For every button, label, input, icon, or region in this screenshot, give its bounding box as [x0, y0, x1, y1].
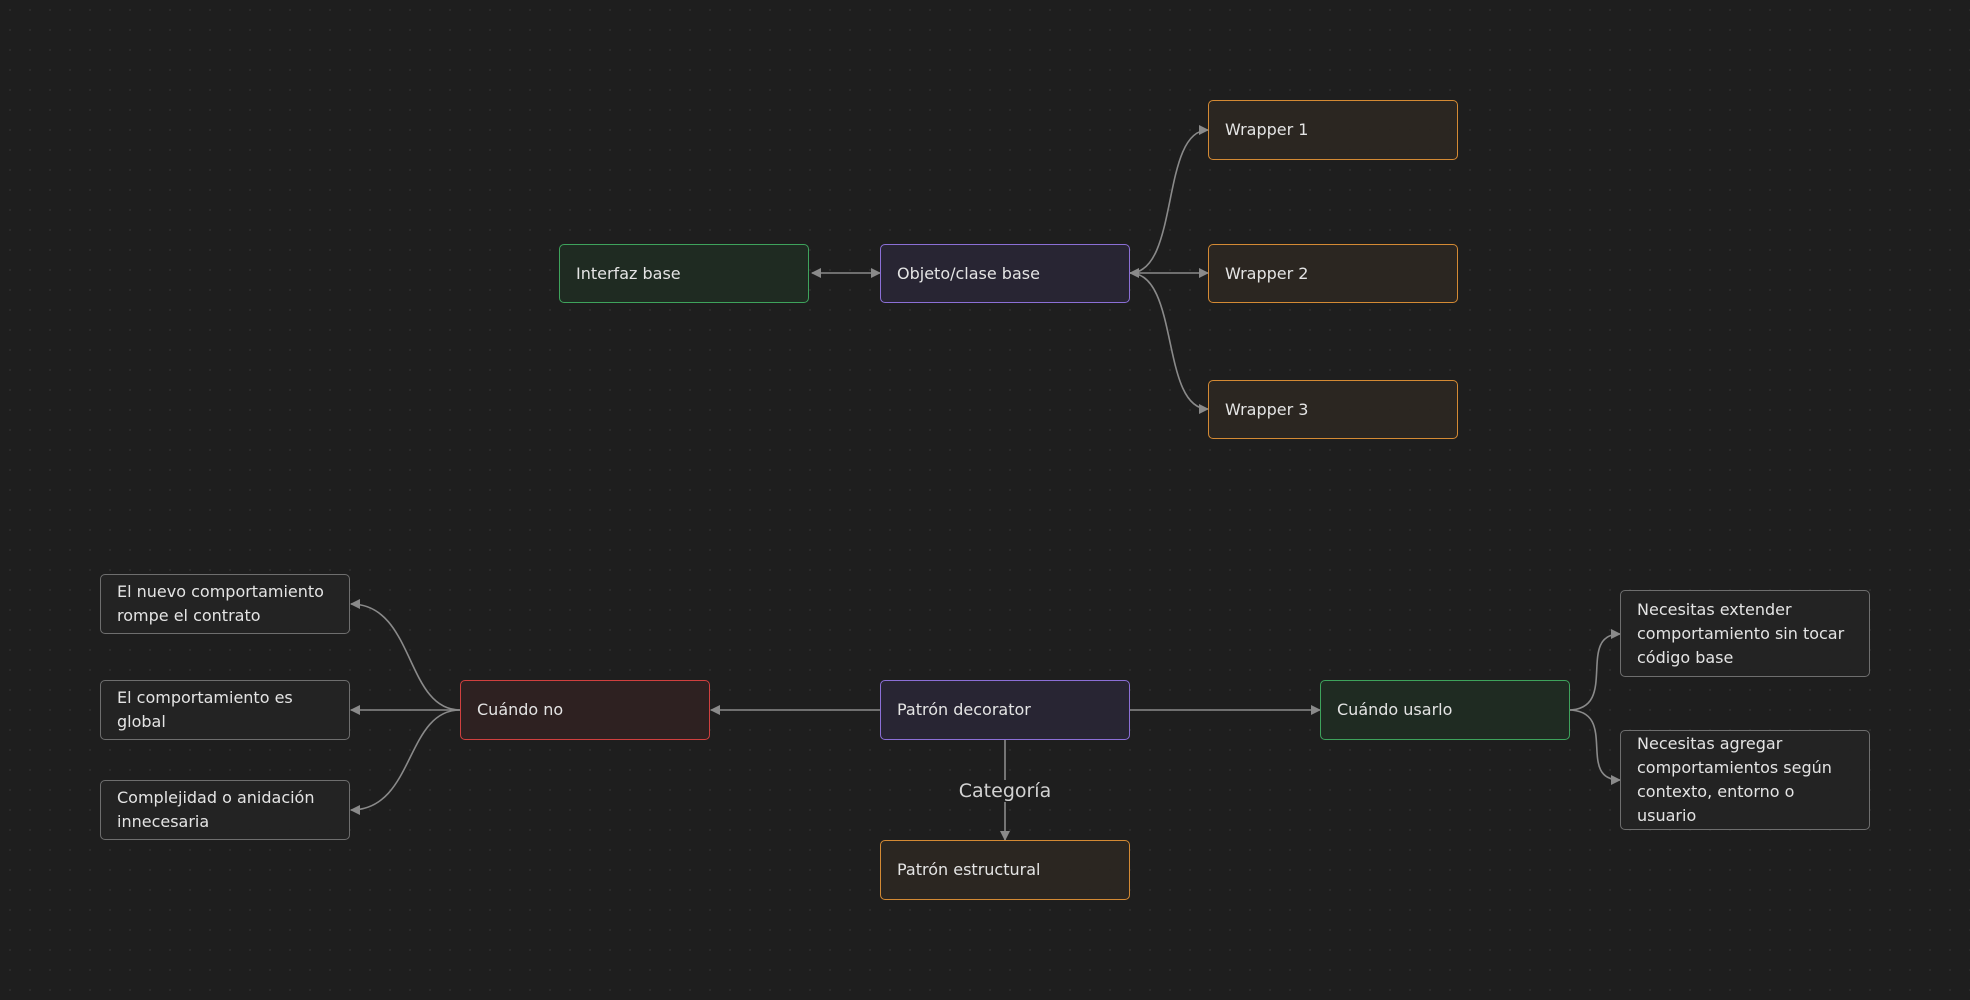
node-label: Interfaz base [576, 263, 681, 283]
node-label: Necesitas extender comportamiento sin to… [1637, 599, 1845, 667]
node-label: Wrapper 3 [1225, 399, 1309, 419]
edge-label-categoria: Categoría [954, 780, 1056, 802]
edge-usarlo-agregar [1567, 709, 1621, 785]
node-label: Cuándo usarlo [1337, 700, 1453, 719]
node-label: Necesitas agregar comportamientos según … [1637, 734, 1832, 825]
node-cuando-usarlo[interactable]: Cuándo usarlo [1320, 680, 1570, 740]
node-wrapper-3[interactable]: Wrapper 3 [1208, 380, 1458, 439]
edge-objeto-wrapper-3 [1129, 272, 1209, 414]
edge-cuando-no-complejidad [350, 709, 461, 815]
node-comportamiento-global[interactable]: El comportamiento es global [100, 680, 350, 740]
node-label: El nuevo comportamiento rompe el contrat… [117, 582, 324, 625]
node-label: Cuándo no [477, 700, 564, 719]
node-label: El comportamiento es global [117, 688, 293, 731]
node-label: Patrón estructural [897, 860, 1041, 879]
edge-usarlo-extender [1567, 629, 1621, 711]
node-patron-decorator[interactable]: Patrón decorator [880, 680, 1130, 740]
node-wrapper-1[interactable]: Wrapper 1 [1208, 100, 1458, 160]
node-label: Patrón decorator [897, 700, 1031, 719]
node-complejidad[interactable]: Complejidad o anidación innecesaria [100, 780, 350, 840]
node-label: Wrapper 1 [1225, 120, 1309, 139]
node-objeto-clase-base[interactable]: Objeto/clase base [880, 244, 1130, 303]
node-cuando-no[interactable]: Cuándo no [460, 680, 710, 740]
edge-cuando-no-rompe [350, 599, 461, 711]
node-label: Wrapper 2 [1225, 263, 1309, 283]
node-wrapper-2[interactable]: Wrapper 2 [1208, 244, 1458, 303]
node-label: Objeto/clase base [897, 263, 1040, 283]
edge-objeto-wrapper-1 [1129, 125, 1209, 278]
node-extender-sin-tocar[interactable]: Necesitas extender comportamiento sin to… [1620, 590, 1870, 677]
node-patron-estructural[interactable]: Patrón estructural [880, 840, 1130, 900]
node-label: Complejidad o anidación innecesaria [117, 788, 315, 831]
node-agregar-segun-contexto[interactable]: Necesitas agregar comportamientos según … [1620, 730, 1870, 830]
node-interfaz-base[interactable]: Interfaz base [559, 244, 809, 303]
node-rompe-contrato[interactable]: El nuevo comportamiento rompe el contrat… [100, 574, 350, 634]
